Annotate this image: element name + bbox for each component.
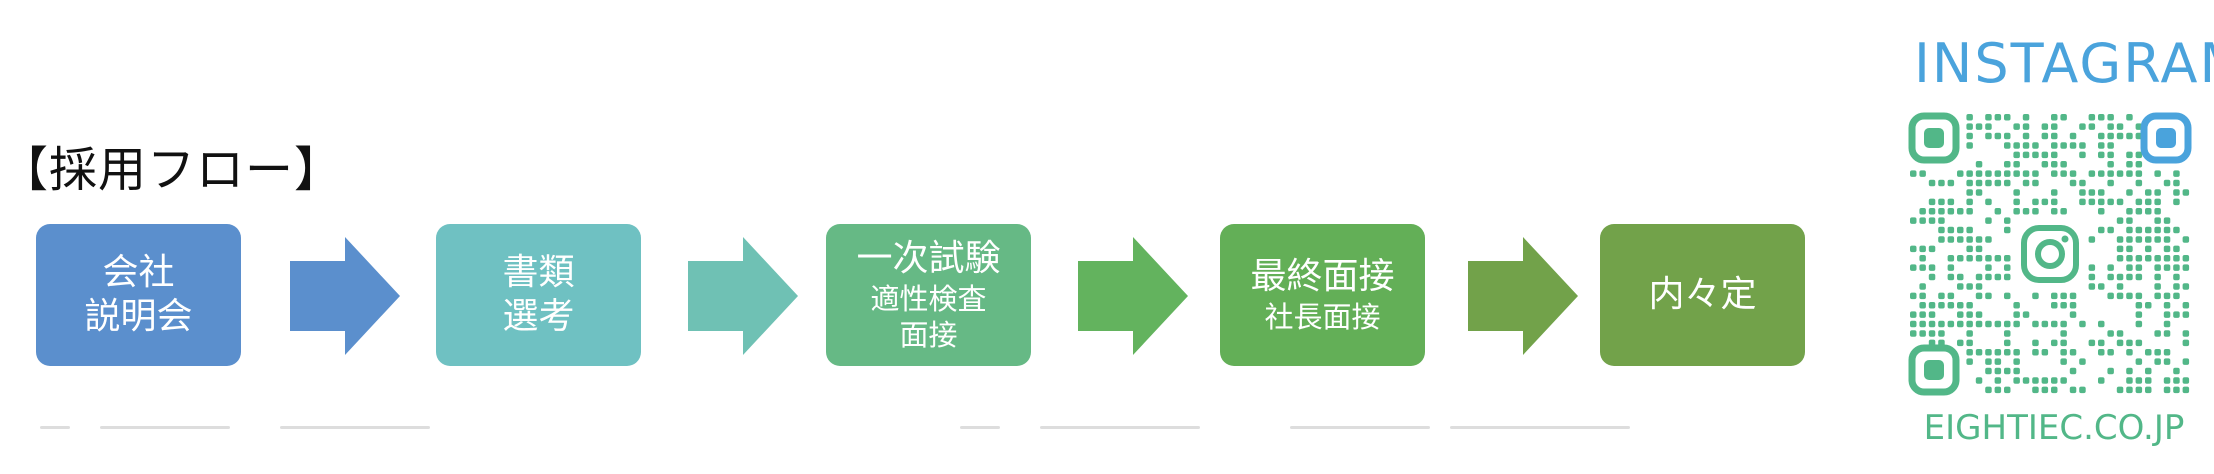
step-label: 一次試験 (856, 238, 1001, 279)
step-sublabel: 面接 (899, 318, 958, 352)
step-label: 内々定 (1648, 274, 1757, 315)
flow-step-document-screening: 書類 選考 (436, 224, 641, 366)
website-url[interactable]: EIGHTIEC.CO.JP (1923, 408, 2185, 448)
arrow-right-icon (1468, 237, 1578, 355)
step-sublabel: 社長面接 (1264, 300, 1381, 334)
flow-step-first-exam: 一次試験 適性検査 面接 (826, 224, 1031, 366)
arrow-right-icon (1078, 237, 1188, 355)
flow-step-informal-offer: 内々定 (1600, 224, 1805, 366)
step-label: 選考 (502, 296, 575, 337)
step-label: 書類 (502, 252, 575, 293)
flow-step-final-interview: 最終面接 社長面接 (1220, 224, 1425, 366)
step-label: 最終面接 (1250, 256, 1395, 297)
step-label: 会社 (102, 252, 175, 293)
instagram-logo-icon (2021, 225, 2079, 283)
faded-text-line (30, 420, 1650, 440)
instagram-heading: INSTAGRAM (1914, 32, 2214, 95)
instagram-qr-code[interactable] (1908, 112, 2192, 396)
arrow-right-icon (290, 237, 400, 355)
page-title: 【採用フロー】 (0, 142, 344, 198)
arrow-right-icon (688, 237, 798, 355)
step-sublabel: 適性検査 (870, 282, 987, 316)
flow-step-company-briefing: 会社 説明会 (36, 224, 241, 366)
step-label: 説明会 (84, 296, 193, 337)
